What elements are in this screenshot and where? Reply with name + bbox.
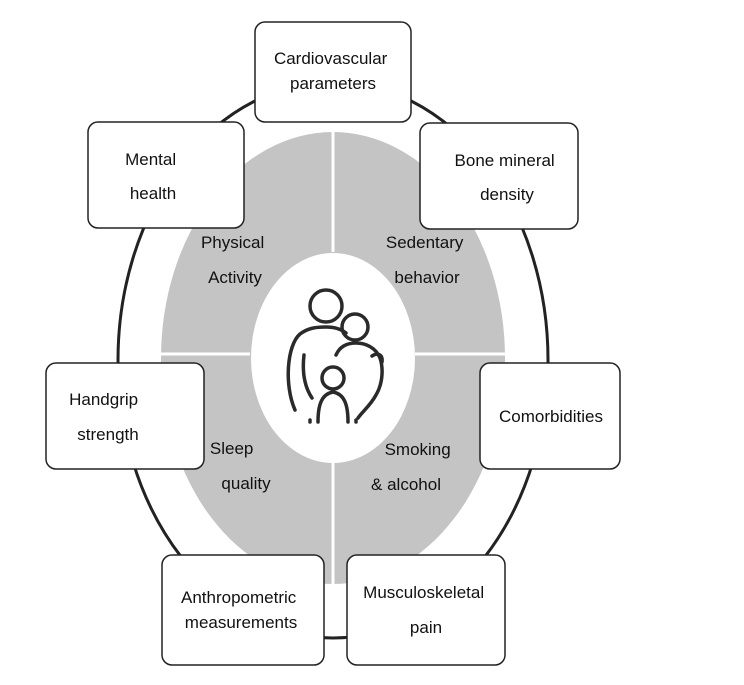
svg-text:Musculoskeletal pain: Musculoskeletal pain	[363, 583, 489, 637]
svg-text:Cardiovascular parameter: Cardiovascular parameters	[274, 49, 392, 93]
outcome-musculoskeletal-pain: Musculoskeletal pain	[346, 554, 506, 666]
segment-sedentary-behavior: Sedentary behavior	[386, 233, 468, 287]
outcome-mental-health: Mental health	[87, 121, 245, 229]
outcome-comorbidities: Comorbidities	[479, 362, 621, 470]
behavior-ring	[160, 130, 506, 586]
svg-text:Comorbidities: Comorbidities	[499, 407, 603, 426]
center-circle	[251, 253, 415, 463]
segment-sleep-quality: Sleep quality	[210, 439, 271, 493]
segment-smoking-alcohol: Smoking & alcohol	[371, 440, 455, 494]
family-icon	[286, 288, 384, 424]
svg-text:Handgrip strength: Handgrip strength	[69, 390, 143, 444]
svg-text:Mental health: Mental health	[125, 150, 181, 203]
outcome-bone-mineral-density: Bone mineral density	[419, 122, 579, 230]
outcome-cardiovascular-parameters: Cardiovascular parameters	[254, 21, 412, 123]
svg-text:Anthropometric measureme: Anthropometric measurements	[181, 588, 301, 632]
svg-text:Bone mineral density: Bone mineral density	[455, 151, 560, 204]
outcome-anthropometric-measurements: Anthropometric measurements	[161, 554, 325, 666]
outcome-handgrip-strength: Handgrip strength	[45, 362, 205, 470]
segment-physical-activity: Physical Activity	[201, 233, 269, 287]
